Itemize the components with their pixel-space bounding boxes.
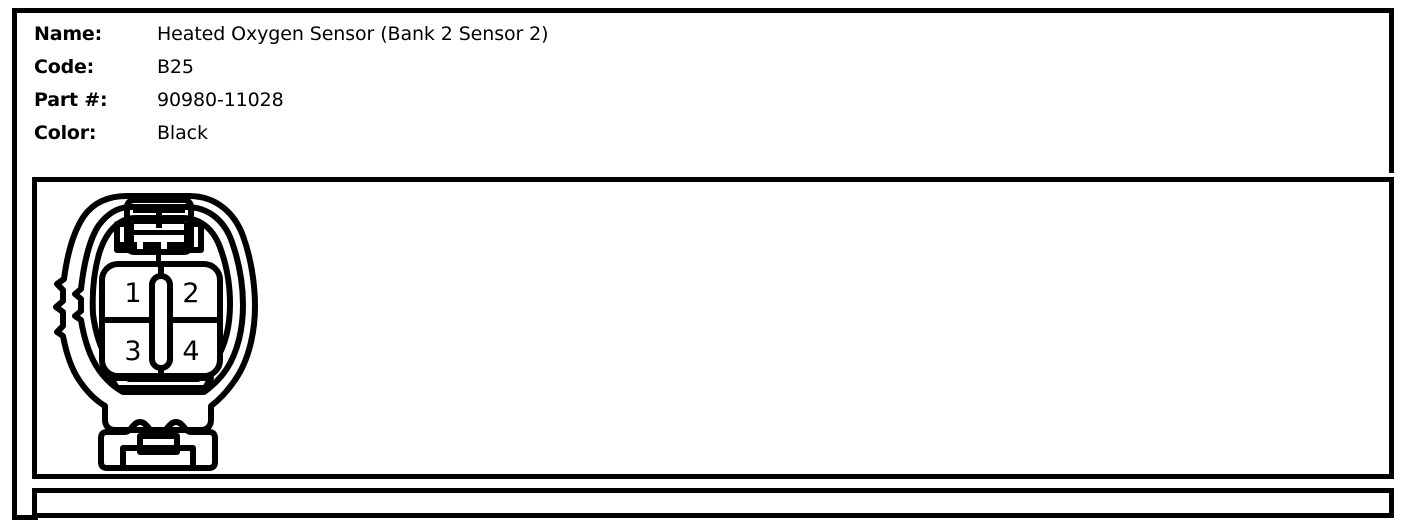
pin-number-2: 2 [182, 278, 199, 309]
spec-row-name: Name: Heated Oxygen Sensor (Bank 2 Senso… [34, 23, 1134, 56]
lock-tab-base-right [167, 242, 185, 252]
spec-row-part-number: Part #: 90980-11028 [34, 89, 1134, 122]
lock-tab-divider [156, 204, 162, 228]
spec-label-code: Code: [34, 56, 95, 78]
connector-pinout-drawing: 1 2 3 4 [53, 193, 258, 471]
lock-tab-base-mid [143, 242, 161, 252]
lock-tab-group [114, 197, 204, 270]
lock-tab-shoulders-right [184, 221, 204, 253]
lock-tab-base-left [119, 242, 137, 252]
pin-block-sill [108, 375, 214, 391]
bottom-flange [98, 419, 218, 471]
spec-label-name: Name: [34, 23, 103, 45]
spec-header-block: Name: Heated Oxygen Sensor (Bank 2 Senso… [12, 8, 1394, 173]
pin-number-1: 1 [124, 278, 141, 309]
pin-number-3: 3 [124, 336, 141, 367]
spec-value-code: B25 [157, 56, 194, 78]
spec-list: Name: Heated Oxygen Sensor (Bank 2 Senso… [34, 23, 1134, 155]
spec-value-part-number: 90980-11028 [157, 89, 284, 111]
spec-value-name: Heated Oxygen Sensor (Bank 2 Sensor 2) [157, 23, 549, 45]
spec-value-color: Black [157, 122, 208, 144]
connector-diagram-inner: 1 2 3 4 [37, 182, 1389, 474]
pin-block-group: 1 2 3 4 [99, 261, 223, 391]
lock-tab-bar-3 [133, 230, 185, 235]
spec-row-color: Color: Black [34, 122, 1134, 155]
spec-row-code: Code: B25 [34, 56, 1134, 89]
pin-number-4: 4 [182, 336, 199, 367]
shell-outline-inner [72, 204, 246, 395]
connector-diagram-box: 1 2 3 4 [32, 177, 1394, 479]
outer-frame [12, 8, 1394, 520]
spec-label-part-number: Part #: [34, 89, 108, 111]
bottom-strip [32, 488, 1394, 518]
latch-slot-bar [144, 448, 173, 453]
center-key-rib [149, 273, 173, 371]
spec-label-color: Color: [34, 122, 97, 144]
frame-bottom-stub [12, 515, 38, 520]
